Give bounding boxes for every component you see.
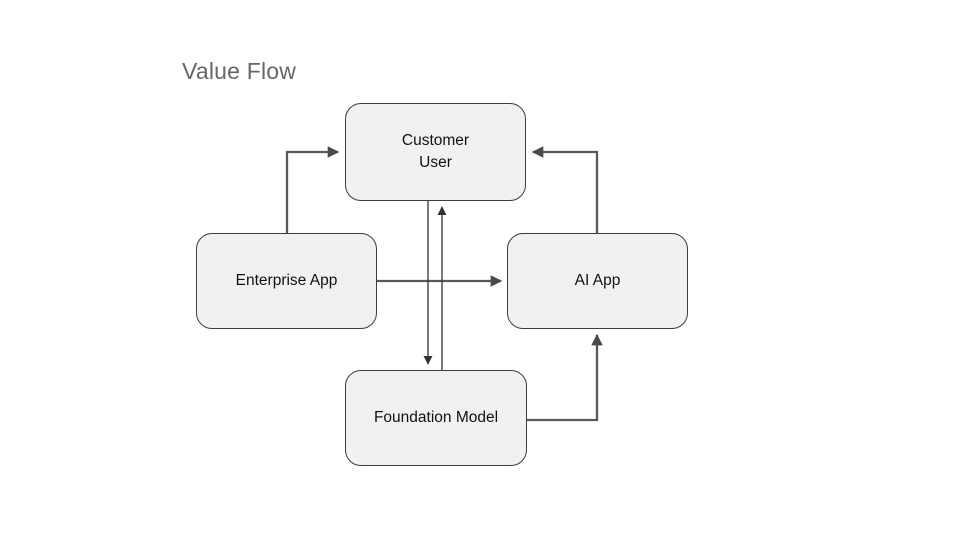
edge-ai-app-to-customer-user bbox=[531, 146, 599, 233]
node-ai-app-label: AI App bbox=[574, 271, 621, 289]
node-enterprise-app-label: Enterprise App bbox=[235, 271, 338, 289]
page-title: Value Flow bbox=[182, 58, 297, 84]
node-customer-user: Customer User bbox=[345, 103, 526, 201]
node-customer-user-label: Customer User bbox=[401, 131, 470, 171]
node-enterprise-app: Enterprise App bbox=[196, 233, 377, 329]
node-ai-app: AI App bbox=[507, 233, 688, 329]
node-foundation-model: Foundation Model bbox=[345, 370, 527, 466]
edge-enterprise-app-to-customer-user bbox=[285, 146, 340, 233]
edge-foundation-model-to-ai-app bbox=[527, 333, 603, 422]
node-foundation-model-label: Foundation Model bbox=[373, 408, 499, 426]
